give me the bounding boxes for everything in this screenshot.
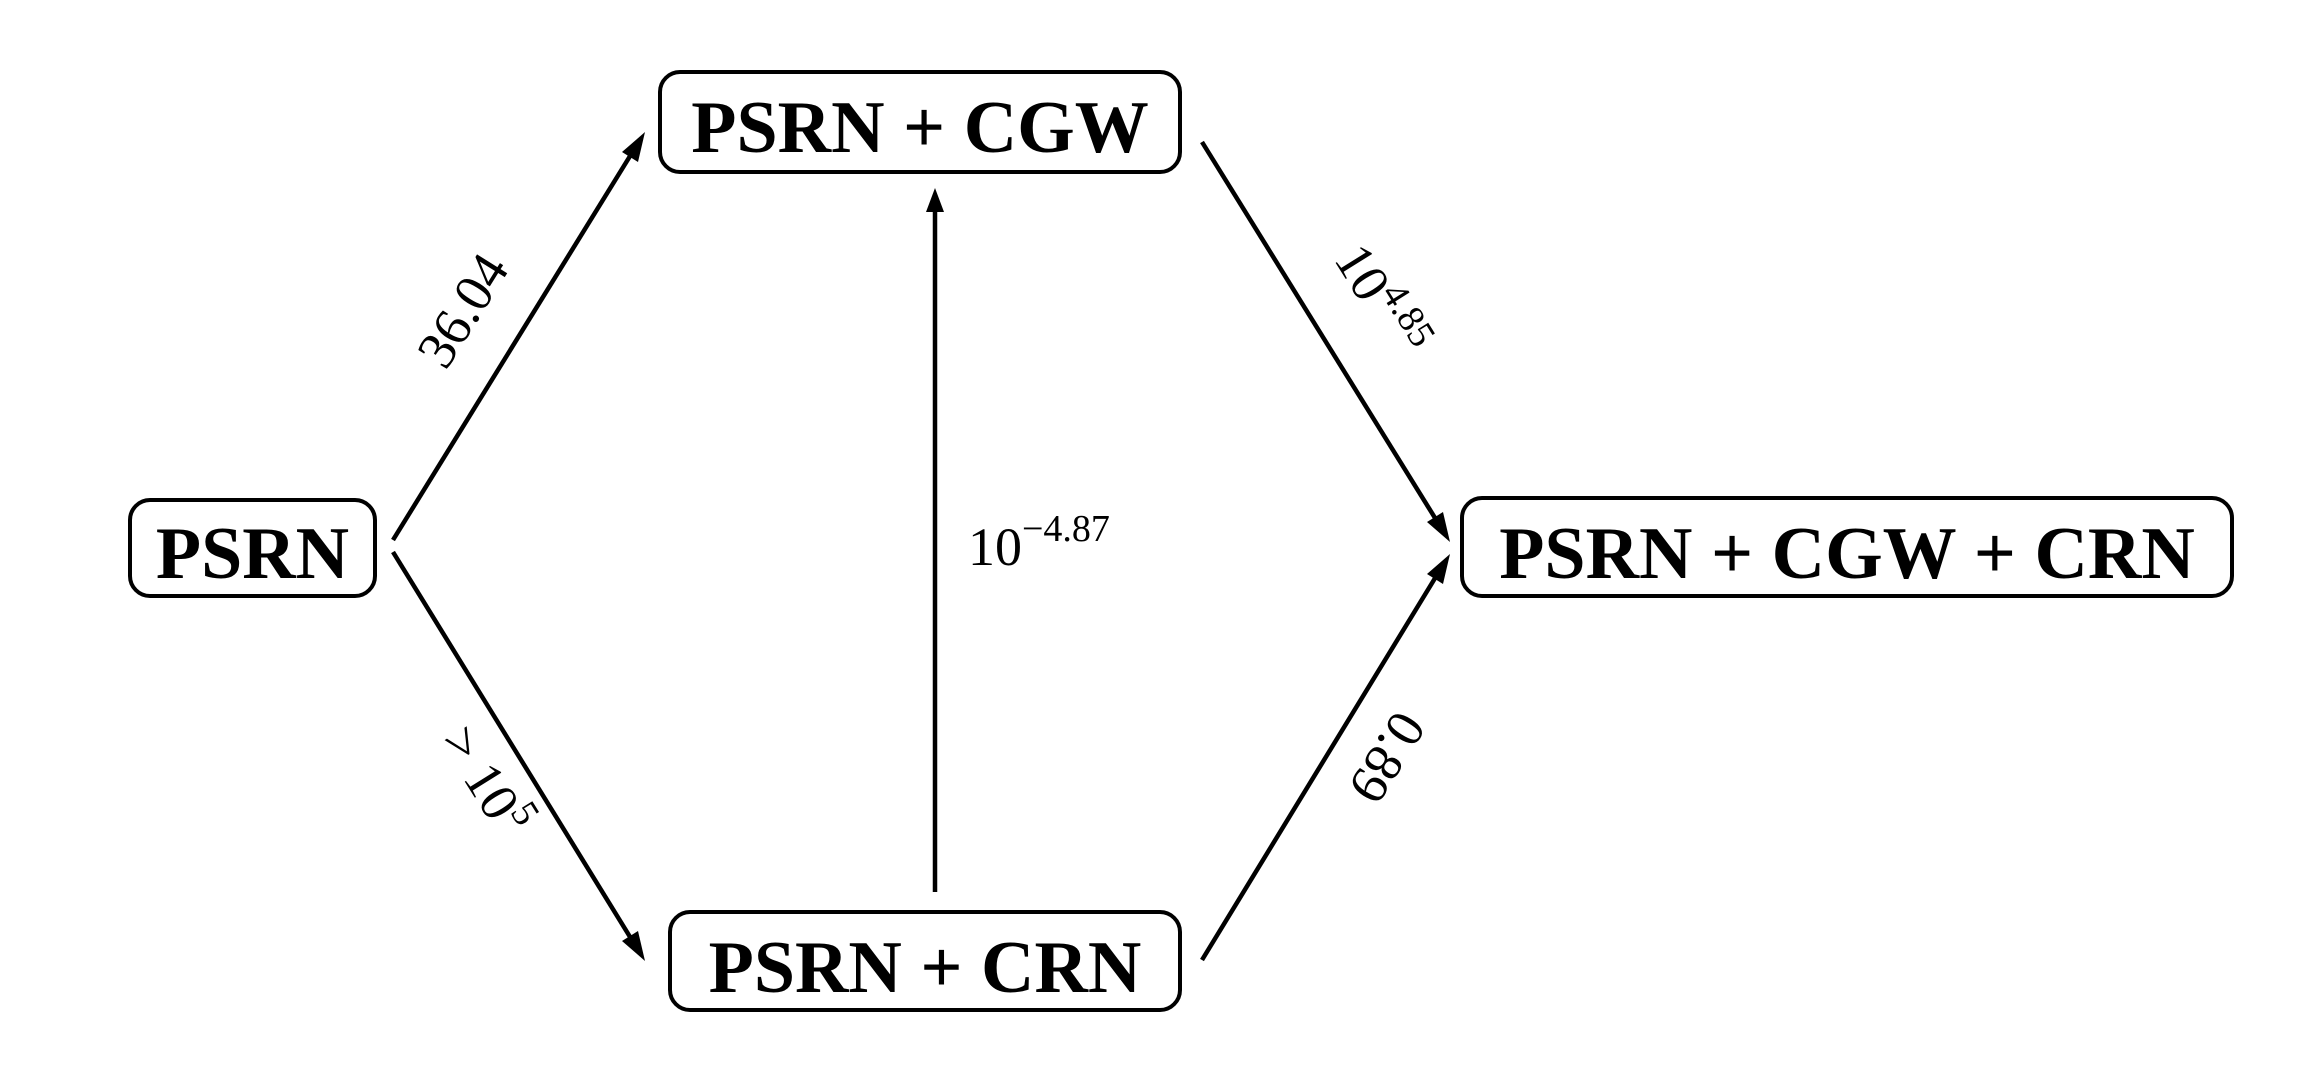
node-psrn-crn-label: PSRN + CRN bbox=[709, 927, 1142, 1009]
node-psrn-cgw-crn: PSRN + CGW + CRN bbox=[1460, 496, 2234, 598]
edge-label-crn-to-cgw-exponent: −4.87 bbox=[1022, 508, 1110, 550]
node-psrn-cgw: PSRN + CGW bbox=[658, 70, 1182, 174]
arrow-head-icon bbox=[1427, 512, 1450, 542]
node-psrn-cgw-crn-label: PSRN + CGW + CRN bbox=[1499, 513, 2195, 595]
edge-label-crn-to-cgw: 10−4.87 bbox=[968, 508, 1110, 577]
edge-crn-to-all bbox=[1200, 554, 1450, 962]
edge-cgw-to-all bbox=[1200, 140, 1450, 542]
arrow-head-icon bbox=[622, 132, 645, 162]
edge-label-crn-to-cgw-base: 10 bbox=[968, 517, 1022, 577]
node-psrn: PSRN bbox=[128, 498, 377, 598]
arrow-head-icon bbox=[622, 931, 645, 961]
svg-text:> 105: > 105 bbox=[429, 711, 548, 846]
edge-psrn-to-crn bbox=[391, 550, 645, 961]
svg-text:104.85: 104.85 bbox=[1323, 230, 1444, 368]
edge-label-cgw-to-all: 104.85 bbox=[1323, 230, 1444, 368]
svg-text:10−4.87: 10−4.87 bbox=[968, 508, 1110, 577]
arrow-head-icon bbox=[1427, 554, 1450, 584]
node-psrn-crn: PSRN + CRN bbox=[668, 910, 1182, 1012]
arrow-head-icon bbox=[926, 188, 944, 212]
edge-label-psrn-to-crn: > 105 bbox=[429, 711, 548, 846]
edge-psrn-to-cgw bbox=[391, 132, 645, 542]
node-psrn-cgw-label: PSRN + CGW bbox=[691, 87, 1148, 169]
node-psrn-label: PSRN bbox=[156, 513, 349, 595]
edge-crn-to-cgw bbox=[926, 188, 944, 892]
